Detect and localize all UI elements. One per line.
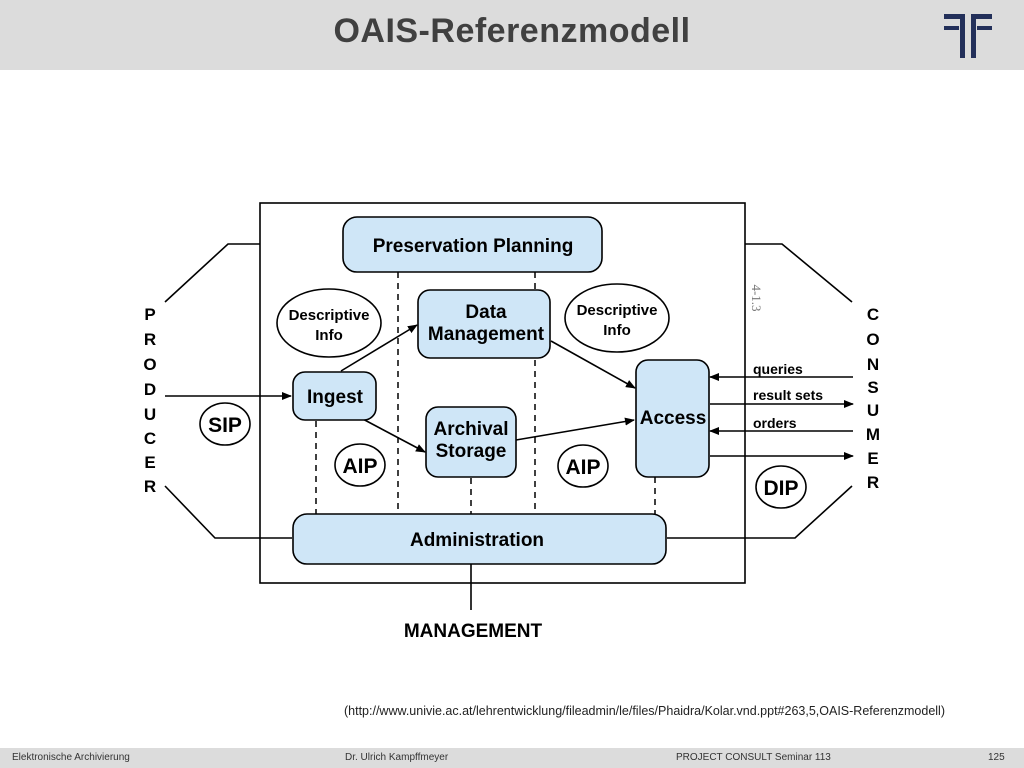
figure-number: 4-1.3 [749, 284, 764, 311]
consumer-envelope-bottom [667, 485, 853, 539]
label-administration: Administration [410, 530, 544, 551]
producer-envelope-top [164, 243, 260, 303]
consumer-letter: R [867, 473, 879, 492]
arrow-ingest-data-management [340, 324, 418, 372]
producer-letter: R [144, 477, 156, 496]
oval-sip [199, 402, 251, 446]
producer-letter: E [144, 453, 155, 472]
footer-bar [0, 748, 1024, 768]
footer-page-number: 125 [988, 752, 1005, 763]
project-consult-logo-icon [944, 14, 992, 58]
footer-seminar: PROJECT CONSULT Seminar 113 [676, 752, 831, 763]
consumer-letter: E [867, 449, 878, 468]
consumer-letter: C [867, 305, 879, 324]
dashed-connectors [315, 272, 656, 514]
label-descriptive-info-right-line2: Info [603, 322, 631, 339]
footer-author: Dr. Ulrich Kampffmeyer [345, 752, 449, 763]
footer-course-title: Elektronische Archivierung [12, 752, 130, 763]
title-bar [0, 0, 1024, 70]
producer-envelope-bottom [164, 485, 292, 539]
node-access [635, 359, 710, 478]
consumer-letter: O [866, 330, 879, 349]
oval-aip-right [557, 444, 609, 488]
label-archival-storage-line1: Archival [434, 419, 509, 440]
arrow-ingest-archival-storage [358, 416, 426, 453]
producer-letter: D [144, 380, 156, 399]
oval-aip-left [334, 443, 386, 487]
source-citation: (http://www.univie.ac.at/lehrentwicklung… [344, 704, 946, 718]
label-ingest: Ingest [307, 387, 364, 408]
label-data-management-line2: Management [428, 324, 545, 345]
arrow-archival-storage-access [515, 417, 635, 441]
oval-descriptive-info-left [276, 288, 382, 358]
label-aip-left: AIP [342, 455, 377, 478]
producer-letter: R [144, 330, 156, 349]
node-administration [292, 513, 667, 565]
label-preservation-planning: Preservation Planning [373, 236, 574, 257]
label-sip: SIP [208, 414, 242, 437]
label-dip: DIP [763, 477, 798, 500]
label-orders: orders [753, 415, 797, 431]
arrow-data-management-access [550, 340, 636, 389]
label-access: Access [640, 408, 707, 429]
label-aip-right: AIP [565, 456, 600, 479]
label-descriptive-info-left-line1: Descriptive [289, 307, 370, 324]
node-data-management [417, 289, 551, 359]
producer-letter: C [144, 429, 156, 448]
consumer-letter: N [867, 355, 879, 374]
producer-letter: P [144, 305, 155, 324]
oval-descriptive-info-right [564, 283, 670, 353]
producer-letter: O [143, 355, 156, 374]
node-ingest [292, 371, 377, 421]
label-data-management-line1: Data [465, 302, 507, 323]
consumer-letter: S [867, 378, 878, 397]
oval-dip [755, 465, 807, 509]
label-archival-storage-line2: Storage [436, 441, 507, 462]
label-result-sets: result sets [753, 387, 823, 403]
label-management: MANAGEMENT [404, 621, 543, 642]
node-archival-storage [425, 406, 517, 478]
label-descriptive-info-right-line1: Descriptive [577, 302, 658, 319]
producer-letter: U [144, 405, 156, 424]
consumer-envelope-top [745, 243, 853, 303]
node-preservation-planning [342, 216, 603, 273]
label-queries: queries [753, 361, 803, 377]
label-descriptive-info-left-line2: Info [315, 327, 343, 344]
slide-title: OAIS-Referenzmodell [333, 12, 691, 50]
consumer-letter: M [866, 425, 880, 444]
consumer-letter: U [867, 401, 879, 420]
